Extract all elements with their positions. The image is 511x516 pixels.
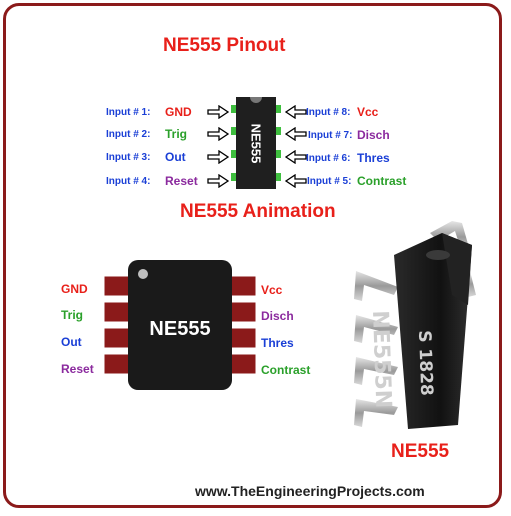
anim-pin-reset: Reset [61,362,94,376]
input-label-3: Input # 3: [106,152,151,163]
anim-pin-out: Out [61,335,82,349]
chip-label: NE555 [149,318,211,340]
photo-chip-sub: S 1828 [414,330,437,397]
arrow-right-icon [207,174,229,188]
pin-name-thres: Thres [357,151,390,165]
photo-caption: NE555 [391,441,450,462]
input-label-2: Input # 2: [106,129,151,140]
arrow-left-icon [285,174,307,188]
animation-title: NE555 Animation [180,201,336,222]
ic-photo [354,221,476,429]
pin-name-out: Out [165,150,186,164]
small-chip-label: NE555 [248,123,264,164]
anim-pin-disch: Disch [261,309,294,323]
input-label-8: Input # 8: [306,107,351,118]
pin-name-vcc: Vcc [357,105,379,119]
input-label-7: Input # 7: [308,130,353,141]
input-label-5: Input # 5: [307,176,352,187]
website-url: www.TheEngineeringProjects.com [195,483,425,499]
pinout-title: NE555 Pinout [163,35,286,56]
arrow-left-icon [285,150,307,164]
anim-pin-thres: Thres [261,336,294,350]
arrow-right-icon [207,127,229,141]
arrow-left-icon [285,127,307,141]
animated-chip-diagram [103,260,257,390]
pin-name-gnd: GND [165,105,192,119]
input-label-6: Input # 6: [306,153,351,164]
anim-pin-trig: Trig [61,308,84,322]
anim-pin-vcc: Vcc [261,283,283,297]
pin-name-trig: Trig [165,127,188,141]
pin-name-disch: Disch [357,128,390,142]
pin-name-contrast: Contrast [357,174,407,188]
anim-pin-contrast: Contrast [261,363,311,377]
anim-pin-gnd: GND [61,282,88,296]
arrow-right-icon [207,105,229,119]
small-chip-diagram [231,97,281,189]
input-label-1: Input # 1: [106,107,151,118]
pin-name-reset: Reset [165,174,198,188]
photo-chip-marking: NE555N [367,310,396,409]
arrow-left-icon [285,105,307,119]
arrow-right-icon [207,150,229,164]
input-label-4: Input # 4: [106,176,151,187]
